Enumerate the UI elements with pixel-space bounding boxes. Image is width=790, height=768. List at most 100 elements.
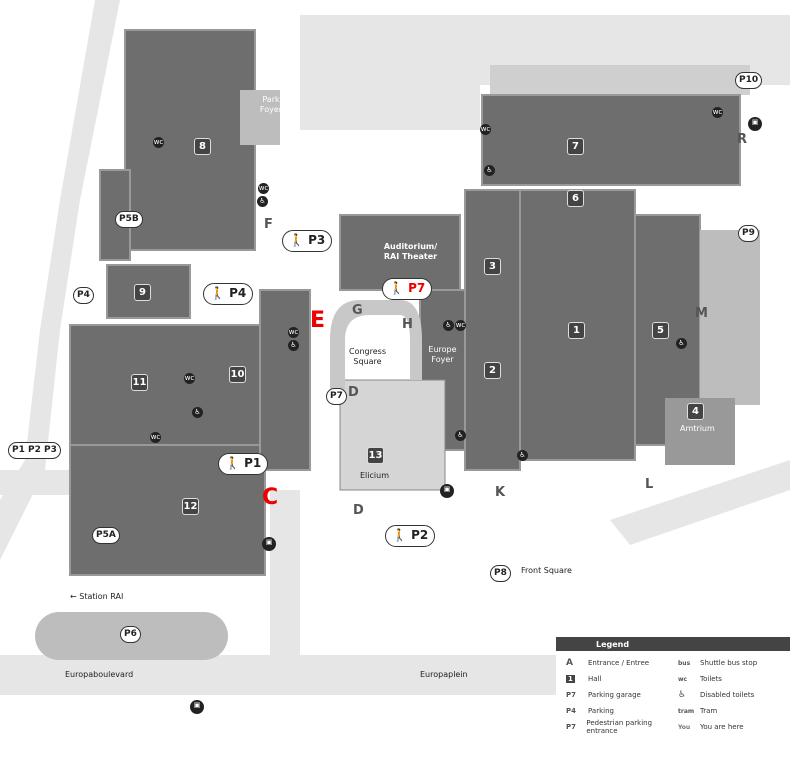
entrance-h[interactable]: H xyxy=(402,317,413,332)
tram-icon[interactable]: ▣ xyxy=(190,700,204,714)
auditorium-label: Auditorium/ RAI Theater xyxy=(383,242,438,261)
hall-8-marker[interactable]: 8 xyxy=(194,138,211,155)
legend-label: Pedestrian parking entrance xyxy=(586,719,653,735)
hall-7-building xyxy=(481,94,741,186)
parking-p9[interactable]: P9 xyxy=(738,225,759,242)
parking-p5b[interactable]: P5B xyxy=(115,211,143,228)
hall-1-marker[interactable]: 1 xyxy=(568,322,585,339)
hall-icon-text: 1 xyxy=(566,675,575,683)
legend-label: You are here xyxy=(700,723,744,731)
europaplein-label: Europaplein xyxy=(420,670,468,679)
parking-p1-p2-p3[interactable]: P1 P2 P3 xyxy=(8,442,61,459)
front-square-label: Front Square xyxy=(521,566,572,575)
entrance-k[interactable]: K xyxy=(495,485,506,500)
legend-item: tram Tram xyxy=(678,703,790,719)
entrance-f[interactable]: F xyxy=(264,217,273,232)
pedestrian-entrance-p2[interactable]: 🚶 P2 xyxy=(385,525,436,547)
congress-square-track xyxy=(330,300,422,390)
hall-3-marker[interactable]: 3 xyxy=(484,258,501,275)
hall-icon: 1 xyxy=(566,674,588,684)
parking-p8[interactable]: P8 xyxy=(490,565,511,582)
entrance-l[interactable]: L xyxy=(645,477,654,492)
hall-10-marker[interactable]: 10 xyxy=(229,366,246,383)
ped-p4-label: P4 xyxy=(229,286,247,300)
disabled-toilets-icon: ♿ xyxy=(257,196,268,207)
parking-p7[interactable]: P7 xyxy=(326,388,347,405)
hall-7-marker[interactable]: 7 xyxy=(567,138,584,155)
hall-12-marker[interactable]: 12 xyxy=(182,498,199,515)
shuttle-bus-stop-icon[interactable]: ▣ xyxy=(748,117,762,131)
ped-p2-label: P2 xyxy=(411,528,429,542)
entrance-c[interactable]: C xyxy=(262,485,279,510)
toilets-icon: wc xyxy=(455,320,466,331)
hall-8-building xyxy=(124,29,256,251)
toilets-icon: wc xyxy=(258,183,269,194)
legend-label: Shuttle bus stop xyxy=(700,659,758,667)
hall-2-marker[interactable]: 2 xyxy=(484,362,501,379)
entrance-d-south[interactable]: D xyxy=(353,503,364,518)
pedestrian-entrance-p4[interactable]: 🚶 P4 xyxy=(203,283,254,305)
shuttle-bus-stop-icon[interactable]: ▣ xyxy=(440,484,454,498)
hall-2-3-building xyxy=(464,189,521,471)
legend-item: P7 Pedestrian parking entrance xyxy=(566,719,678,735)
parking-p6[interactable]: P6 xyxy=(120,626,141,643)
water-area xyxy=(300,85,480,130)
pedestrian-entrance-p3[interactable]: 🚶 P3 xyxy=(282,230,333,252)
europe-foyer-label: Europe Foyer xyxy=(428,345,457,364)
entrance-m[interactable]: M xyxy=(695,306,708,321)
left-road xyxy=(0,0,120,560)
shuttle-bus-icon: bus xyxy=(678,659,691,667)
you-are-here-icon: You xyxy=(678,723,691,731)
disabled-toilets-icon: ♿ xyxy=(678,690,687,700)
hall-9-marker[interactable]: 9 xyxy=(134,284,151,301)
pedestrian-parking-icon: P7 xyxy=(566,723,577,731)
hall-5-marker[interactable]: 5 xyxy=(652,322,669,339)
toilets-icon: wc xyxy=(184,373,195,384)
pedestrian-entrance-p7[interactable]: 🚶 P7 xyxy=(382,278,433,300)
entrance-r[interactable]: R xyxy=(737,132,748,147)
legend-item: wc Toilets xyxy=(678,671,790,687)
hall-11-marker[interactable]: 11 xyxy=(131,374,148,391)
ped-p1-label: P1 xyxy=(244,456,262,470)
legend-item: ♿Disabled toilets xyxy=(678,687,790,703)
entrance-e[interactable]: E xyxy=(310,308,326,333)
entrance-icon: A xyxy=(566,658,573,668)
toilets-icon: wc xyxy=(712,107,723,118)
side-road xyxy=(270,490,300,660)
hall-4-marker[interactable]: 4 xyxy=(687,403,704,420)
hall-6-marker[interactable]: 6 xyxy=(567,190,584,207)
entrance-g[interactable]: G xyxy=(352,303,363,318)
ped-p7-label: P7 xyxy=(408,281,426,295)
disabled-toilets-icon: ♿ xyxy=(443,320,454,331)
hall-10-11-building xyxy=(69,324,286,446)
disabled-toilets-icon: ♿ xyxy=(455,430,466,441)
legend-label: Tram xyxy=(700,707,718,715)
entrance-d[interactable]: D xyxy=(348,385,359,400)
station-rai-label[interactable]: ← Station RAI xyxy=(70,592,124,601)
disabled-toilets-icon: ♿ xyxy=(517,450,528,461)
parking-p4[interactable]: P4 xyxy=(73,287,94,304)
hall-13-marker[interactable]: 13 xyxy=(367,447,384,464)
amtrium-label: Amtrium xyxy=(680,424,715,433)
disabled-toilets-icon: ♿ xyxy=(484,165,495,176)
parking-p5a[interactable]: P5A xyxy=(92,527,120,544)
toilets-icon: wc xyxy=(678,675,688,683)
toilets-icon: wc xyxy=(150,432,161,443)
legend-label: Toilets xyxy=(700,675,722,683)
legend-item: You You are here xyxy=(678,719,790,735)
parking-p10[interactable]: P10 xyxy=(735,72,763,89)
parking-garage-icon: P7 xyxy=(566,691,577,699)
tram-icon: tram xyxy=(678,707,695,715)
park-foyer-label: Park Foyer xyxy=(259,95,283,114)
legend-item: A Entrance / Entree xyxy=(566,655,678,671)
legend-title: Legend xyxy=(556,637,790,651)
elicium-building xyxy=(339,379,446,491)
pedestrian-entrance-p1[interactable]: 🚶 P1 xyxy=(218,453,269,475)
toilets-icon: wc xyxy=(480,124,491,135)
legend-label: Entrance / Entree xyxy=(588,659,650,667)
shuttle-bus-stop-icon[interactable]: ▣ xyxy=(262,537,276,551)
toilets-icon: wc xyxy=(153,137,164,148)
disabled-toilets-icon: ♿ xyxy=(288,340,299,351)
